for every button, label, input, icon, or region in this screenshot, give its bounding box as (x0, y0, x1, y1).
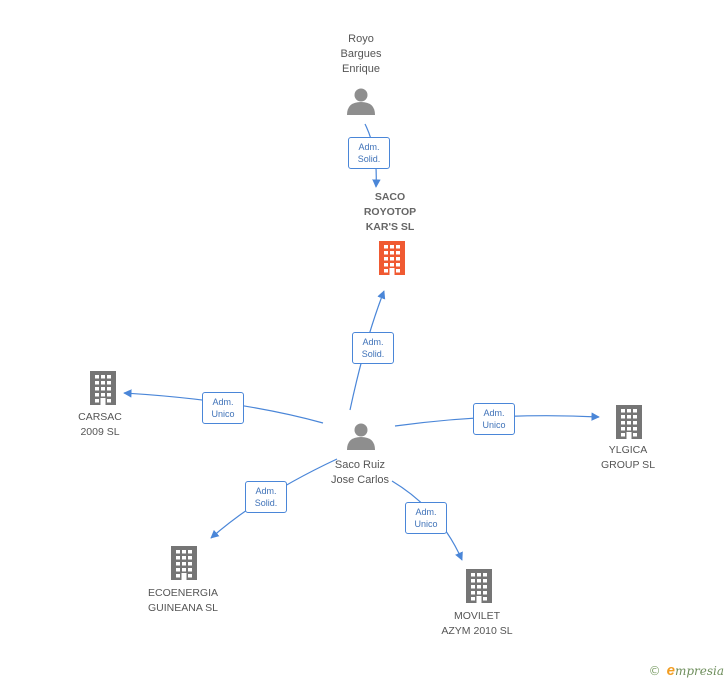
edge-label-line: Adm. (212, 397, 234, 407)
node-label-line: GUINEANA SL (147, 602, 219, 614)
edge-label-line: Adm. (255, 486, 277, 496)
edge-label-line: Unico (414, 519, 438, 529)
node-label-line: Jose Carlos (330, 474, 390, 486)
node-label-line: Enrique (342, 63, 380, 75)
icons-layer (90, 88, 642, 603)
edge-label-line: Adm. (483, 408, 505, 418)
edge-label-saco-ruiz-to-movilet: Adm. Unico (405, 502, 447, 534)
edge-label-line: Adm. (415, 507, 437, 517)
edge-label-line: Adm. (358, 142, 380, 152)
node-label-line: MOVILET (453, 610, 501, 622)
node-label-line: AZYM 2010 SL (441, 625, 513, 637)
node-label-line: Bargues (340, 48, 382, 60)
edge-label-saco-ruiz-to-ylgica: Adm. Unico (473, 403, 515, 435)
node-label-line: CARSAC (78, 411, 122, 423)
building-icon[interactable] (379, 241, 405, 275)
person-icon[interactable] (347, 88, 375, 116)
person-icon[interactable] (347, 423, 375, 451)
building-icon[interactable] (466, 569, 492, 603)
edge-label-line: Unico (211, 409, 235, 419)
node-label-line: KAR'S SL (365, 221, 415, 233)
node-label-saco-royotop[interactable]: SACO ROYOTOP KAR'S SL (345, 190, 435, 235)
node-label-line: Saco Ruiz (334, 459, 386, 471)
copyright-symbol: © (648, 664, 661, 678)
edge-label-saco-ruiz-to-carsac: Adm. Unico (202, 392, 244, 424)
node-label-line: Royo (348, 33, 374, 45)
node-label-ylgica-group[interactable]: YLGICA GROUP SL (588, 443, 668, 473)
building-icon[interactable] (90, 371, 116, 405)
node-label-line: GROUP SL (600, 459, 656, 471)
building-icon[interactable] (171, 546, 197, 580)
node-label-line: 2009 SL (80, 426, 120, 438)
node-label-line: SACO (374, 191, 406, 203)
node-label-ecoenergia-guineana[interactable]: ECOENERGIA GUINEANA SL (133, 586, 233, 616)
edge-label-line: Solid. (357, 154, 381, 164)
edge-label-saco-ruiz-to-saco-royotop: Adm. Solid. (352, 332, 394, 364)
building-icon[interactable] (616, 405, 642, 439)
node-label-line: ROYOTOP (363, 206, 417, 218)
edge-label-line: Unico (482, 420, 506, 430)
node-label-carsac-2009[interactable]: CARSAC 2009 SL (60, 410, 140, 440)
brand-logo-text: mpresia (674, 664, 724, 678)
node-label-line: ECOENERGIA (147, 587, 218, 599)
node-label-movilet-azym-2010[interactable]: MOVILET AZYM 2010 SL (427, 609, 527, 639)
edge-label-line: Solid. (254, 498, 278, 508)
node-label-line: YLGICA (608, 444, 648, 456)
edge-label-royo-to-saco-royotop: Adm. Solid. (348, 137, 390, 169)
brand-logo-e: e (666, 662, 675, 679)
edge-label-line: Adm. (362, 337, 384, 347)
edge-label-line: Solid. (361, 349, 385, 359)
empresia-brand-logo: © empresia (649, 662, 724, 679)
edge-label-saco-ruiz-to-ecoenergia: Adm. Solid. (245, 481, 287, 513)
